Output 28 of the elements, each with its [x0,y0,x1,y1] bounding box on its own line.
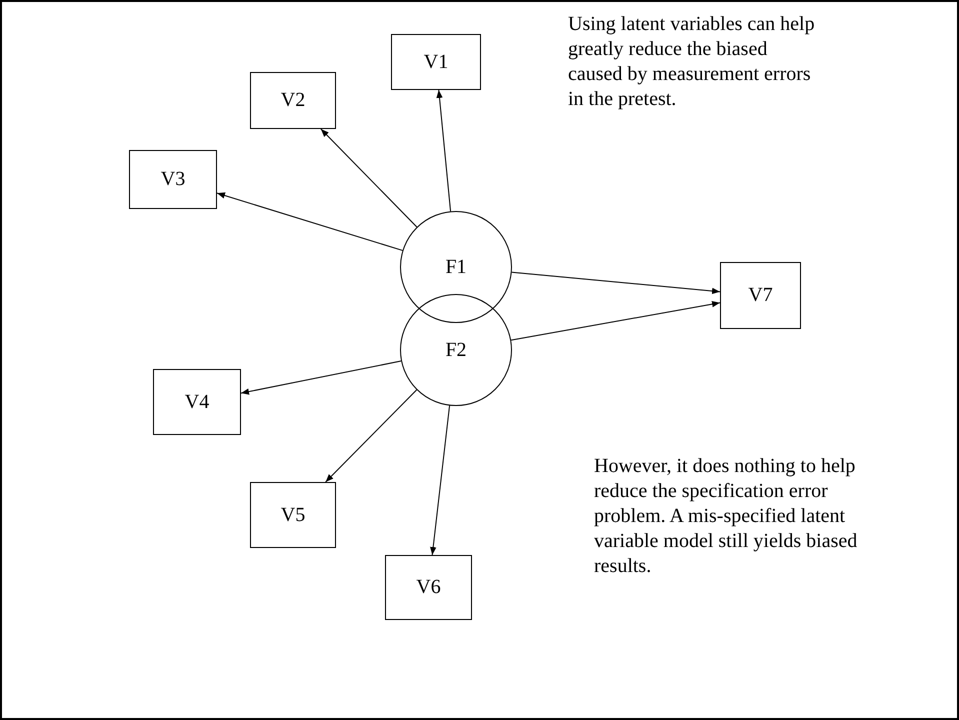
latent-factor-circle [400,294,512,406]
latent-factor-circle [400,211,512,323]
node-label: V6 [416,576,441,599]
arrow [325,389,418,482]
arrow [510,301,720,341]
node-label: V2 [280,89,306,112]
arrow [436,90,452,212]
variable-box [391,34,481,90]
variable-box [385,555,472,620]
node-label: V1 [424,50,448,74]
variable-box [129,150,217,209]
variable-box [720,262,801,329]
variable-box [153,369,241,435]
node-label: V7 [748,284,773,307]
arrow [511,272,720,294]
note-text: However, it does nothing to help reduce the specification error problem. A mis-specified latent variable model still yields biased results. [594,454,858,579]
node-label: V4 [184,390,210,414]
arrow [240,360,402,395]
node-label: V3 [160,168,186,191]
variable-box [250,482,336,548]
variable-box [250,72,336,129]
arrow [430,405,450,556]
node-label: F2 [445,338,467,362]
note-text: Using latent variables can help greatly reduce the biased caused by measurement errors in the pretest. [568,12,816,112]
arrow [216,192,403,251]
arrow [320,128,418,228]
node-label: F1 [445,256,467,278]
node-label: V5 [280,504,306,526]
